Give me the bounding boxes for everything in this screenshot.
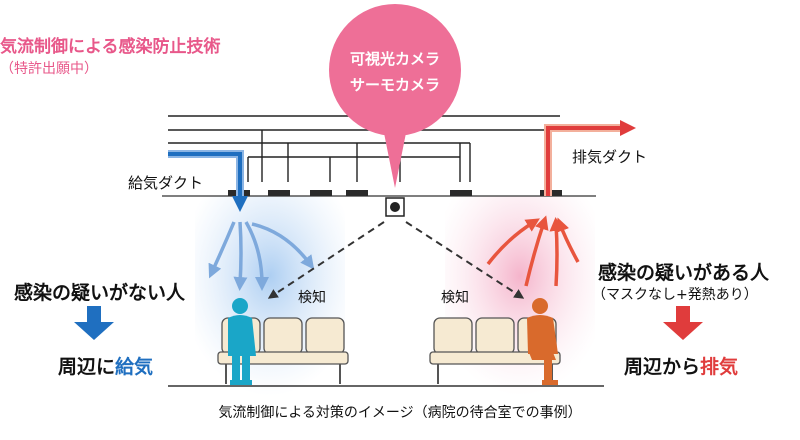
supply-flow-arrows <box>208 221 315 291</box>
diagram-caption: 気流制御による対策のイメージ（病院の待合室での事例） <box>218 405 582 421</box>
supply-duct-arrow <box>168 150 248 212</box>
left-action-highlight: 給気 <box>115 356 154 378</box>
arrow-down-icon <box>663 306 703 340</box>
camera-bubble-text: 可視光カメラ サーモカメラ <box>318 46 472 98</box>
camera-bubble-line2: サーモカメラ <box>349 76 440 94</box>
detection-label-right: 検知 <box>441 290 469 306</box>
exhaust-duct-arrow <box>544 120 636 196</box>
right-action-prefix: 周辺から <box>624 356 701 378</box>
person-silhouette-icon <box>228 298 256 385</box>
right-subtext: （マスクなし+発熱あり） <box>592 287 758 303</box>
supply-duct-label: 給気ダクト <box>128 174 204 192</box>
arrow-down-icon <box>74 306 114 340</box>
right-heading: 感染の疑いがある人 <box>598 262 770 284</box>
detection-arrows <box>267 221 525 299</box>
left-heading: 感染の疑いがない人 <box>14 282 186 304</box>
diagram-subtitle: （特許出願中） <box>0 61 98 77</box>
exhaust-duct-label: 排気ダクト <box>572 148 648 166</box>
diagram-title: 気流制御による感染防止技術 <box>0 37 221 57</box>
person-silhouette-icon <box>527 298 558 385</box>
exhaust-flow-arrows <box>486 215 580 287</box>
left-action-prefix: 周辺に <box>58 356 116 378</box>
right-action: 周辺から排気 <box>624 352 738 379</box>
right-action-highlight: 排気 <box>700 356 739 378</box>
diffusers <box>228 190 562 196</box>
camera-bubble <box>329 4 461 188</box>
detection-label-left: 検知 <box>298 290 326 306</box>
left-action: 周辺に給気 <box>58 352 153 379</box>
camera-bubble-line1: 可視光カメラ <box>349 50 440 68</box>
camera-icon <box>385 197 405 217</box>
